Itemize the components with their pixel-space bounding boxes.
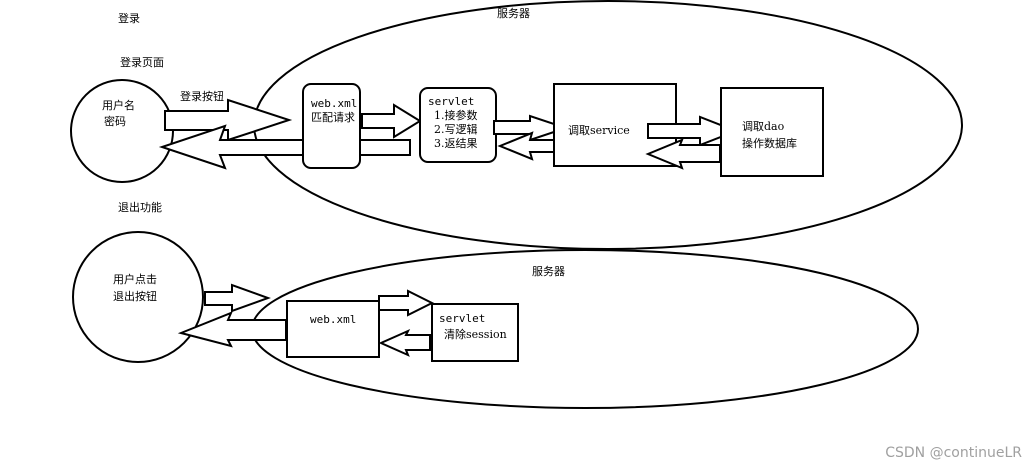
login-service-to-dao-arrow bbox=[647, 115, 739, 147]
logout-client-line2: 退出按钮 bbox=[113, 289, 157, 303]
login-client-line2: 密码 bbox=[104, 114, 126, 128]
logout-webxml-box bbox=[286, 300, 380, 358]
watermark: CSDN @continueLR bbox=[885, 445, 1022, 461]
logout-server-label: 服务器 bbox=[532, 265, 565, 278]
login-dao-box bbox=[720, 87, 824, 177]
login-dao-line2: 操作数据库 bbox=[742, 136, 797, 150]
logout-section-title: 退出功能 bbox=[118, 200, 162, 214]
logout-client-line1: 用户点击 bbox=[113, 272, 157, 286]
login-section-title: 登录 bbox=[118, 11, 140, 25]
login-client-line1: 用户名 bbox=[102, 98, 135, 112]
login-service-label: 调取service bbox=[568, 124, 630, 137]
login-webxml-to-servlet-arrow bbox=[361, 103, 422, 139]
logout-response-arrow bbox=[177, 311, 287, 348]
logout-client-circle bbox=[72, 231, 204, 363]
login-dao-to-service-arrow bbox=[645, 138, 721, 170]
login-request-arrow bbox=[164, 98, 293, 142]
login-response-arrow bbox=[158, 124, 411, 170]
login-webxml-box bbox=[302, 83, 361, 169]
login-servlet-step2: 2.写逻辑 bbox=[434, 122, 478, 136]
login-page-caption: 登录页面 bbox=[120, 55, 164, 69]
login-button-caption: 登录按钮 bbox=[180, 89, 224, 103]
login-server-label: 服务器 bbox=[497, 7, 530, 20]
login-webxml-line2: 匹配请求 bbox=[311, 111, 355, 124]
login-servlet-title: servlet bbox=[428, 95, 474, 108]
login-servlet-step3: 3.返结果 bbox=[434, 137, 478, 150]
logout-servlet-to-webxml-arrow bbox=[378, 328, 431, 357]
logout-servlet-line2: 清除session bbox=[444, 327, 507, 341]
logout-servlet-line1: servlet bbox=[439, 312, 485, 325]
login-dao-line1: 调取dao bbox=[742, 120, 785, 133]
login-webxml-line1: web.xml bbox=[311, 97, 357, 110]
logout-webxml-to-servlet-arrow bbox=[378, 289, 435, 317]
logout-servlet-box bbox=[431, 303, 519, 362]
login-servlet-to-service-arrow bbox=[493, 114, 570, 142]
login-client-circle bbox=[70, 79, 174, 183]
login-servlet-step1: 1.接参数 bbox=[434, 108, 478, 122]
logout-webxml-label: web.xml bbox=[310, 313, 356, 326]
logout-request-arrow bbox=[204, 283, 271, 313]
